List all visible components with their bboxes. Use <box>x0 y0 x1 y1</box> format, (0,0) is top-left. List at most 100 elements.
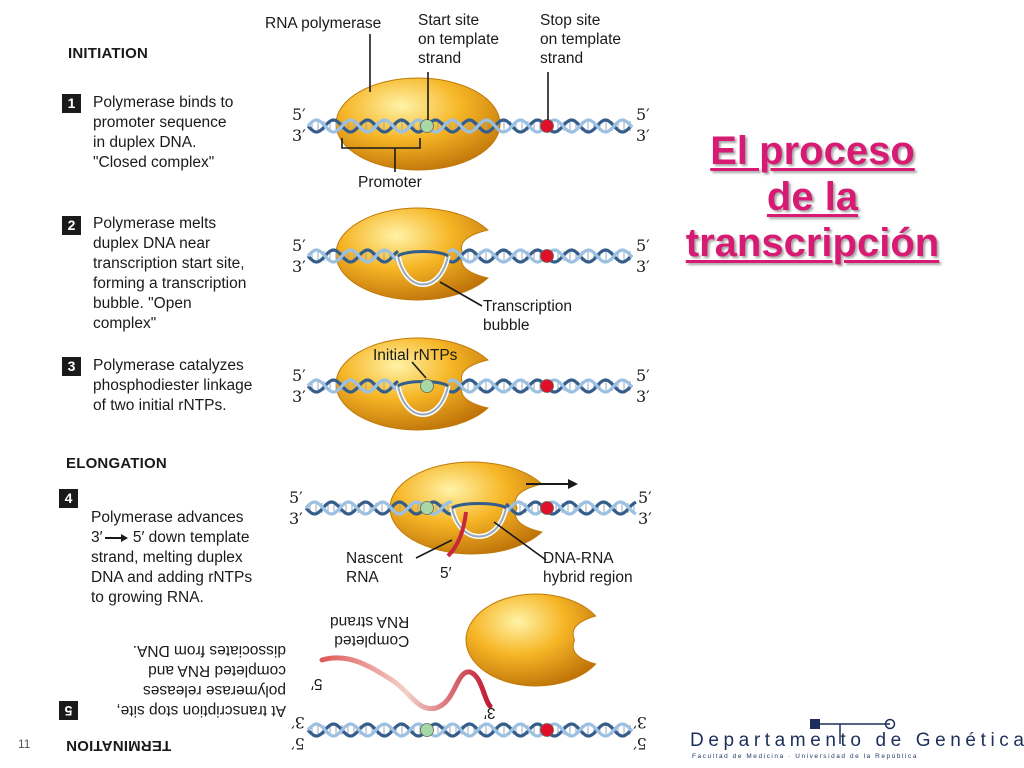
page-number: 11 <box>18 737 31 751</box>
end-3-prime: 3′ <box>289 509 303 528</box>
label-stop-site: Stop site on template strand <box>540 12 621 67</box>
label-promoter: Promoter <box>358 174 422 191</box>
stop-site-dot-4 <box>540 501 554 515</box>
rna-polymerase-5 <box>465 593 597 687</box>
end-3-prime: 3′ <box>636 126 650 145</box>
completed-rna-strand <box>319 655 493 712</box>
title-line-1: El proceso <box>710 129 915 173</box>
section-elongation: ELONGATION <box>66 455 167 472</box>
leader-transcription-bubble <box>439 281 483 307</box>
start-site-dot-4 <box>420 501 434 515</box>
end-5-prime: 5′ <box>636 105 650 124</box>
section-initiation: INITIATION <box>68 45 149 62</box>
step-4-number: 4 <box>59 489 78 508</box>
bubble-template-strand <box>451 507 507 538</box>
rna-polymerase-3 <box>335 337 489 431</box>
dna-strand-b <box>306 248 634 264</box>
end-3-prime: 3′ <box>291 713 305 732</box>
label-rna-3-prime: 3′ <box>484 704 496 721</box>
label-rna-polymerase: RNA polymerase <box>265 15 382 32</box>
strand-2-right-ends: 5′3′ <box>636 235 650 277</box>
step-3-number: 3 <box>62 357 81 376</box>
strand-1-left-ends: 5′3′ <box>292 104 306 146</box>
nascent-rna-strand <box>446 511 468 558</box>
label-start-site: Start site on template strand <box>418 12 499 67</box>
strand-5-right-ends: 5′3′ <box>633 712 647 754</box>
end-5-prime: 5′ <box>636 236 650 255</box>
title-line-2: de la <box>766 175 859 219</box>
title-line-3: transcripción <box>685 221 940 265</box>
leader-nascent-rna <box>415 539 453 559</box>
label-transcription-bubble: Transcription bubble <box>483 298 573 334</box>
step-4-text: Polymerase advances 3′ 5′ down template s… <box>91 488 252 608</box>
start-site-dot-1 <box>420 119 434 133</box>
dna-helix-1 <box>306 118 634 134</box>
step-4-text-start: Polymerase advances 3′ <box>91 509 244 546</box>
transcription-bubble-4 <box>449 502 509 539</box>
rna-polymerase-2 <box>335 207 489 301</box>
strand-5-left-ends: 5′3′ <box>291 712 305 754</box>
strand-4-left-ends: 5′3′ <box>289 487 303 529</box>
department-logo-icon <box>810 718 896 744</box>
step-2-number: 2 <box>62 216 81 235</box>
end-5-prime: 5′ <box>636 366 650 385</box>
department-name: Departamento de Genética <box>690 730 1024 751</box>
bubble-template-strand <box>397 385 449 416</box>
label-initial-rntps: Initial rNTPs <box>373 347 458 364</box>
strand-1-right-ends: 5′3′ <box>636 104 650 146</box>
end-3-prime: 3′ <box>636 257 650 276</box>
stop-site-dot-5 <box>540 723 554 737</box>
transcription-bubble-2 <box>395 250 451 287</box>
step-3-text: Polymerase catalyzes phosphodiester link… <box>93 357 253 414</box>
end-5-prime: 5′ <box>292 236 306 255</box>
end-5-prime: 5′ <box>292 366 306 385</box>
dna-strand-a <box>306 722 634 738</box>
end-5-prime: 5′ <box>291 734 305 753</box>
rna-polymerase-1 <box>335 77 501 171</box>
start-site-dot-5 <box>420 723 434 737</box>
strand-4-right-ends: 5′3′ <box>638 487 652 529</box>
end-5-prime: 5′ <box>292 105 306 124</box>
end-3-prime: 3′ <box>636 387 650 406</box>
leader-initial-rntps <box>411 361 427 379</box>
bubble-template-strand <box>397 255 449 286</box>
page-title: El proceso de la transcripción <box>680 128 945 266</box>
strand-2-left-ends: 5′3′ <box>292 235 306 277</box>
label-nascent-5-prime: 5′ <box>440 565 452 582</box>
dna-helix-5 <box>306 722 634 738</box>
dna-strand-a <box>306 118 634 134</box>
step-1-text: Polymerase binds to promoter sequence in… <box>93 94 234 171</box>
end-5-prime: 5′ <box>638 488 652 507</box>
end-3-prime: 3′ <box>633 713 647 732</box>
step-1-number: 1 <box>62 94 81 113</box>
stop-site-dot-1 <box>540 119 554 133</box>
label-nascent-rna: Nascent RNA <box>346 550 403 586</box>
end-3-prime: 3′ <box>292 126 306 145</box>
bubble-coding-strand <box>451 502 507 510</box>
leader-dna-rna-hybrid <box>493 521 547 561</box>
dna-strand-b <box>306 118 634 134</box>
end-3-prime: 3′ <box>292 257 306 276</box>
step-2-text: Polymerase melts duplex DNA near transcr… <box>93 215 247 332</box>
faculty-name: Facultad de Medicina · Universidad de la… <box>692 753 918 760</box>
label-rna-5-prime: 5′ <box>311 675 323 692</box>
step-4-text-middle: 5′ down template <box>128 529 250 546</box>
stop-site-dot-2 <box>540 249 554 263</box>
stop-site-dot-3 <box>540 379 554 393</box>
initial-rntp-dot-3 <box>420 379 434 393</box>
bubble-coding-strand <box>397 250 449 258</box>
end-5-prime: 5′ <box>289 488 303 507</box>
end-3-prime: 3′ <box>638 509 652 528</box>
label-completed-rna: Completed RNA strand <box>330 613 410 649</box>
label-dna-rna-hybrid: DNA-RNA hybrid region <box>543 550 633 586</box>
step-4-text-end: strand, melting duplex DNA and adding rN… <box>91 549 253 606</box>
right-arrow-icon <box>104 533 128 542</box>
end-5-prime: 5′ <box>633 734 647 753</box>
dna-strand-b <box>306 378 634 394</box>
strand-3-left-ends: 5′3′ <box>292 365 306 407</box>
rna-polymerase-4 <box>389 461 543 555</box>
strand-3-right-ends: 5′3′ <box>636 365 650 407</box>
dna-strand-b <box>306 722 634 738</box>
promoter-bracket <box>341 138 421 149</box>
